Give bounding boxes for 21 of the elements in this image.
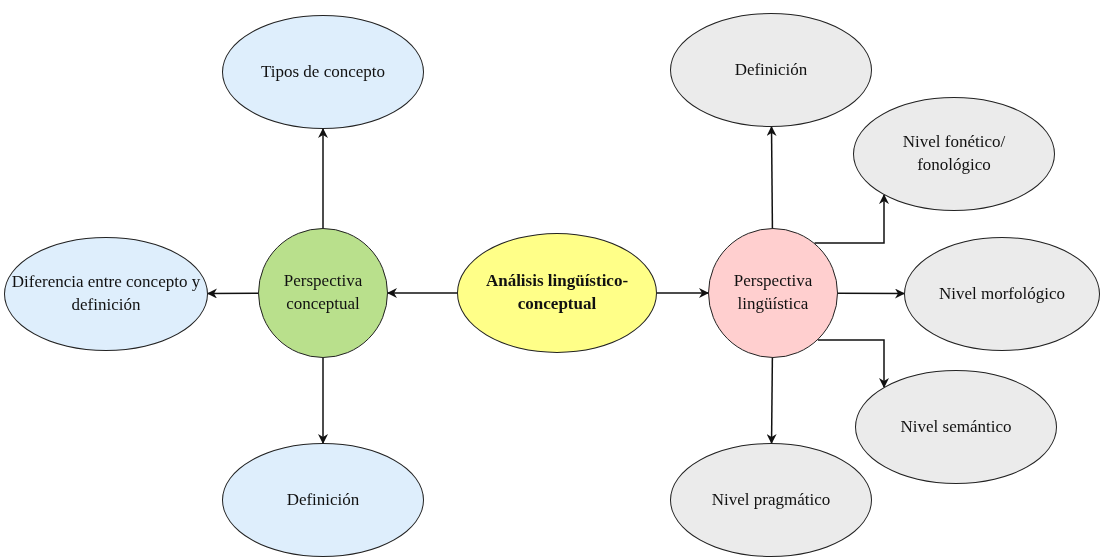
arrow	[656, 288, 709, 298]
node-label: Análisis lingüístico-conceptual	[484, 270, 630, 315]
arrow	[766, 126, 777, 229]
arrow	[207, 288, 259, 299]
arrow	[766, 357, 777, 444]
arrow	[318, 357, 328, 444]
arrow	[318, 128, 328, 229]
node-label: Diferencia entre concepto y definición	[10, 271, 202, 316]
node-label: Nivel fonético/ fonológico	[901, 131, 1007, 176]
node-label: Perspectiva conceptual	[282, 270, 364, 315]
arrow	[817, 339, 889, 389]
arrow	[813, 194, 889, 244]
node-label: Nivel pragmático	[710, 488, 832, 511]
arrow	[837, 288, 905, 299]
node-label: Perspectiva lingüística	[732, 270, 814, 315]
node-label: Nivel semántico	[899, 415, 1013, 438]
node-label: Definición	[733, 58, 809, 81]
node-label: Tipos de concepto	[260, 60, 386, 83]
node-label: Definición	[285, 488, 361, 511]
arrow	[387, 288, 458, 298]
node-label: Nivel morfológico	[937, 282, 1067, 305]
